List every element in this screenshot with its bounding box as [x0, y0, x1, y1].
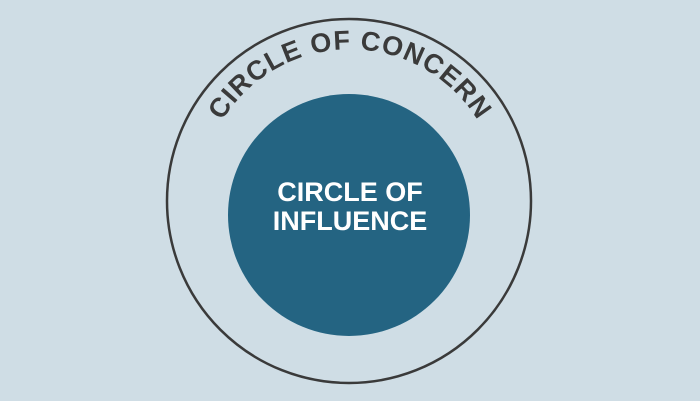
- circle-of-concern: [165, 17, 533, 385]
- circle-of-influence-label-line2: INFLUENCE: [273, 206, 428, 236]
- circle-of-influence: [228, 94, 470, 336]
- circle-of-influence-label-line1: CIRCLE OF: [277, 177, 423, 207]
